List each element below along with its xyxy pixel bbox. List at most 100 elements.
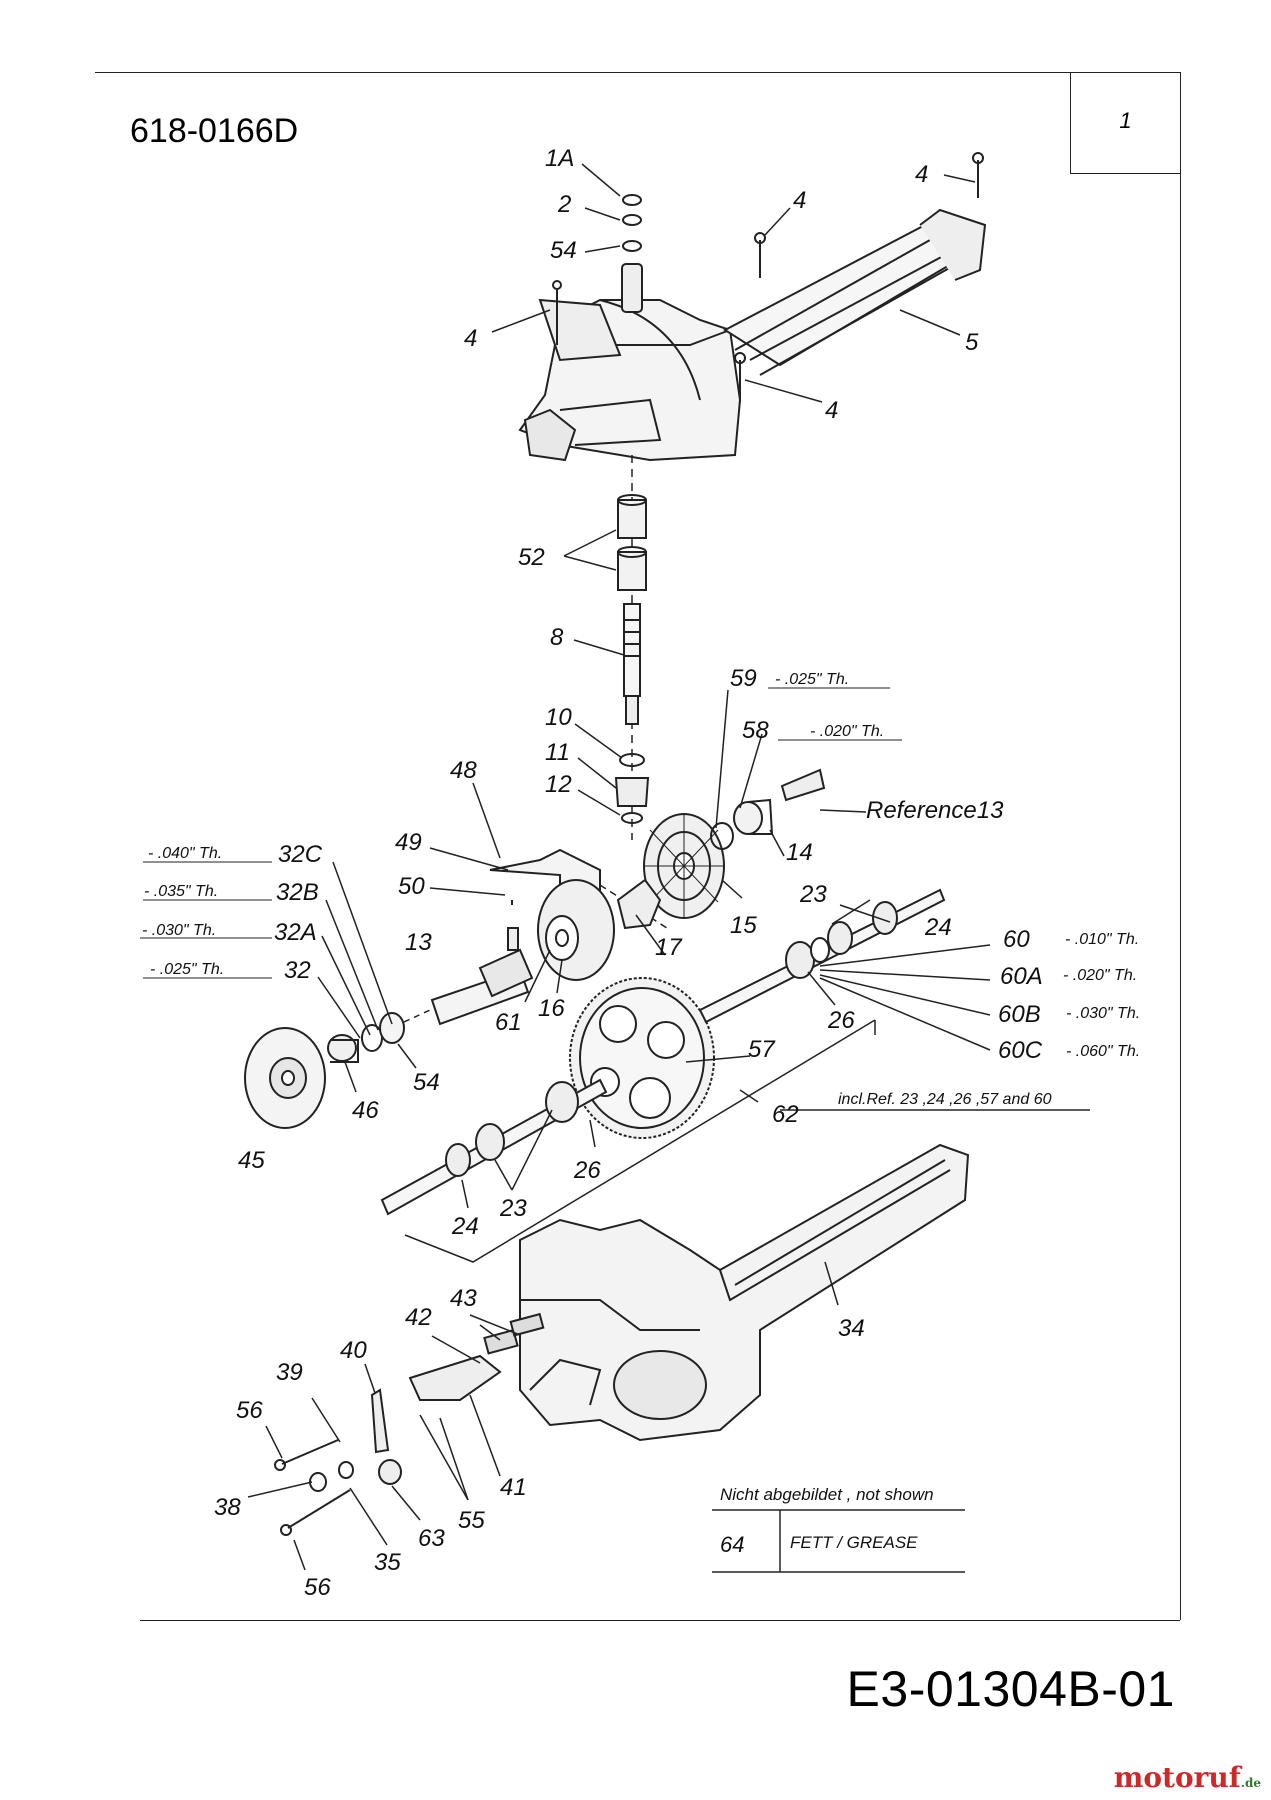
note-32C-thickness: - .040" Th. — [148, 845, 222, 862]
callout-61: 61 — [495, 1009, 522, 1036]
callout-2: 2 — [557, 191, 571, 218]
callout-4-lower: 4 — [825, 397, 838, 424]
callout-13: 13 — [405, 929, 432, 956]
diagram-title: 618-0166D — [130, 112, 299, 150]
frame-right-border — [1180, 72, 1181, 1620]
callout-labels: 1A 2 54 4 4 4 4 5 52 8 10 11 12 59 58 Re… — [214, 145, 1043, 1601]
sheet-number-box: 1 — [1070, 72, 1180, 174]
callout-4-left: 4 — [464, 325, 477, 352]
callout-42: 42 — [405, 1304, 432, 1331]
callout-16: 16 — [538, 995, 565, 1022]
kit-bracket-line — [404, 1019, 876, 1263]
note-underlines — [140, 687, 902, 979]
legend-item-text: FETT / GREASE — [790, 1533, 918, 1552]
callout-26-left: 26 — [573, 1157, 601, 1184]
callout-32A: 32A — [274, 919, 317, 946]
note-60-thickness: - .010" Th. — [1065, 931, 1139, 948]
watermark-logo: motoruf.de — [1114, 1761, 1261, 1794]
lower-small-parts — [274, 1312, 545, 1536]
note-32-thickness: - .025" Th. — [150, 961, 224, 978]
callout-39: 39 — [276, 1359, 303, 1386]
callout-45: 45 — [238, 1147, 265, 1174]
callout-23-left: 23 — [499, 1195, 527, 1222]
callout-24-left: 24 — [451, 1213, 479, 1240]
legend-heading: Nicht abgebildet , not shown — [720, 1485, 934, 1504]
note-32A-thickness: - .030" Th. — [142, 922, 216, 939]
callout-34: 34 — [838, 1315, 865, 1342]
callout-48: 48 — [450, 757, 477, 784]
not-shown-legend: Nicht abgebildet , not shown 64 FETT / G… — [720, 1485, 934, 1557]
pinion-gear-stack — [614, 753, 650, 824]
callout-4-top-right: 4 — [915, 161, 928, 188]
shim-washers-32-group — [361, 1009, 431, 1052]
callout-14: 14 — [786, 839, 813, 866]
callout-59: 59 — [730, 665, 757, 692]
callout-12: 12 — [545, 771, 572, 798]
callout-46: 46 — [352, 1097, 379, 1124]
callout-58: 58 — [742, 717, 769, 744]
callout-60B: 60B — [998, 1001, 1041, 1028]
note-59-thickness: - .025" Th. — [775, 671, 849, 688]
flange-45 — [244, 1027, 326, 1129]
shim-and-bushing-14 — [710, 768, 826, 850]
callout-32C: 32C — [278, 841, 323, 868]
spur-gear-16 — [537, 879, 615, 981]
reference-13-label: Reference13 — [866, 797, 1004, 824]
note-60A-thickness: - .020" Th. — [1063, 967, 1137, 984]
main-gear-57 — [569, 977, 715, 1139]
frame-bottom-border — [140, 1620, 1180, 1621]
legend-table-lines — [712, 1509, 965, 1573]
note-32B-thickness: - .035" Th. — [144, 883, 218, 900]
callout-52: 52 — [518, 544, 545, 571]
callout-10: 10 — [545, 704, 572, 731]
axle-shaft-right — [698, 888, 946, 1024]
callout-1A: 1A — [545, 145, 574, 172]
callout-32: 32 — [284, 957, 311, 984]
callout-26-right: 26 — [827, 1007, 855, 1034]
callout-43: 43 — [450, 1285, 477, 1312]
callout-60: 60 — [1003, 926, 1030, 953]
callout-5: 5 — [965, 329, 979, 356]
callout-17: 17 — [655, 934, 683, 961]
upper-housing-part — [518, 208, 987, 462]
callout-55: 55 — [458, 1507, 485, 1534]
lower-housing-part — [519, 1143, 970, 1442]
input-shaft-part — [623, 603, 641, 725]
callout-4-mid: 4 — [793, 187, 806, 214]
note-62-included-refs: incl.Ref. 23 ,24 ,26 ,57 and 60 — [838, 1091, 1052, 1108]
frame-top-border — [95, 72, 1180, 73]
callout-15: 15 — [730, 912, 757, 939]
bushing-parts — [617, 494, 647, 591]
note-60C-thickness: - .060" Th. — [1066, 1043, 1140, 1060]
bushing-46 — [327, 1034, 359, 1063]
callout-23-right: 23 — [799, 881, 827, 908]
washer-stack-top — [621, 194, 643, 313]
bevel-gear-part — [643, 813, 725, 919]
legend-item-number: 64 — [720, 1532, 744, 1557]
callout-60A: 60A — [1000, 963, 1043, 990]
callout-8: 8 — [550, 624, 564, 651]
sheet-number: 1 — [1119, 108, 1132, 133]
callout-35: 35 — [374, 1549, 401, 1576]
small-bevel-gear-17 — [616, 878, 662, 930]
callout-54-top: 54 — [550, 237, 577, 264]
callout-62: 62 — [772, 1101, 799, 1128]
watermark-tld: .de — [1240, 1776, 1261, 1790]
callout-60C: 60C — [998, 1037, 1043, 1064]
callout-56-upper: 56 — [236, 1397, 263, 1424]
leader-lines — [247, 163, 1090, 1571]
screw-parts — [552, 152, 984, 402]
pinion-shaft-13 — [430, 948, 534, 1026]
thickness-notes: - .025" Th. - .020" Th. - .040" Th. - .0… — [142, 671, 1140, 1108]
callout-41: 41 — [500, 1474, 527, 1501]
callout-40: 40 — [340, 1337, 367, 1364]
callout-63: 63 — [418, 1525, 445, 1552]
callout-54-mid: 54 — [413, 1069, 440, 1096]
axle-shaft-left — [380, 1078, 608, 1216]
callout-56-lower: 56 — [304, 1574, 331, 1601]
callout-11: 11 — [545, 739, 570, 766]
callout-24-right: 24 — [924, 914, 952, 941]
callout-57: 57 — [748, 1036, 776, 1063]
callout-50: 50 — [398, 873, 425, 900]
